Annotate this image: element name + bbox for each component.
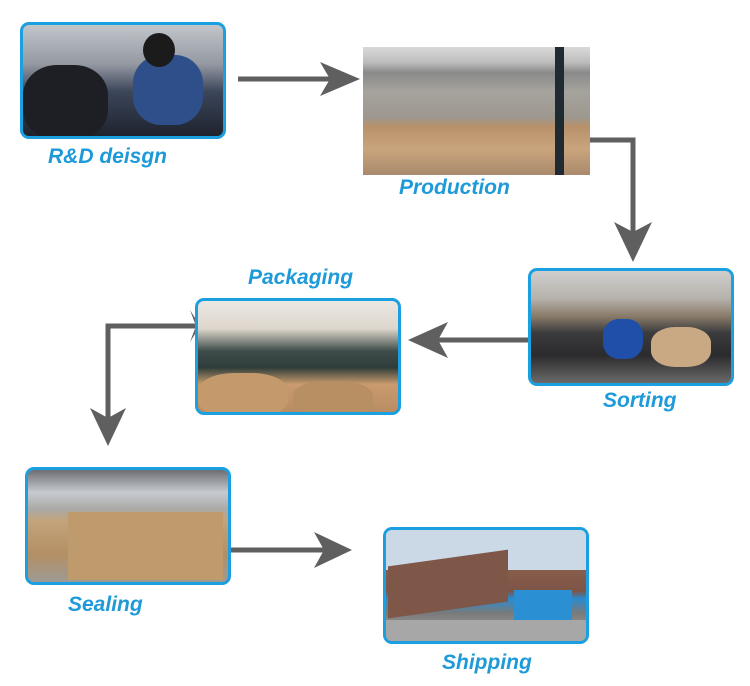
step-label-packaging: Packaging [248, 266, 354, 289]
engineers-at-workbench-photo [23, 25, 223, 136]
step-label-shipping: Shipping [442, 651, 532, 674]
step-label-production: Production [399, 176, 510, 199]
step-label-sorting: Sorting [603, 389, 677, 412]
worker-sorting-parts-photo [531, 271, 731, 383]
warehouse-production-floor-photo [363, 47, 590, 175]
arrow-sorting-to-packaging [408, 322, 528, 358]
workers-packing-boxes-photo [198, 301, 398, 412]
arrow-production-to-sorting [590, 137, 652, 262]
arrow-rd-to-production [238, 62, 360, 96]
step-label-sealing: Sealing [68, 593, 143, 616]
step-card-sorting [528, 268, 734, 386]
step-card-production [363, 47, 590, 175]
arrow-sealing-to-shipping [230, 532, 352, 568]
stacked-cartons-warehouse-photo [28, 470, 228, 582]
step-card-shipping [383, 527, 589, 644]
step-card-packaging [195, 298, 401, 415]
step-card-rd [20, 22, 226, 139]
container-truck-photo [386, 530, 586, 641]
arrow-packaging-to-sealing [90, 310, 200, 446]
step-card-sealing [25, 467, 231, 585]
step-label-rd: R&D deisgn [48, 145, 168, 168]
